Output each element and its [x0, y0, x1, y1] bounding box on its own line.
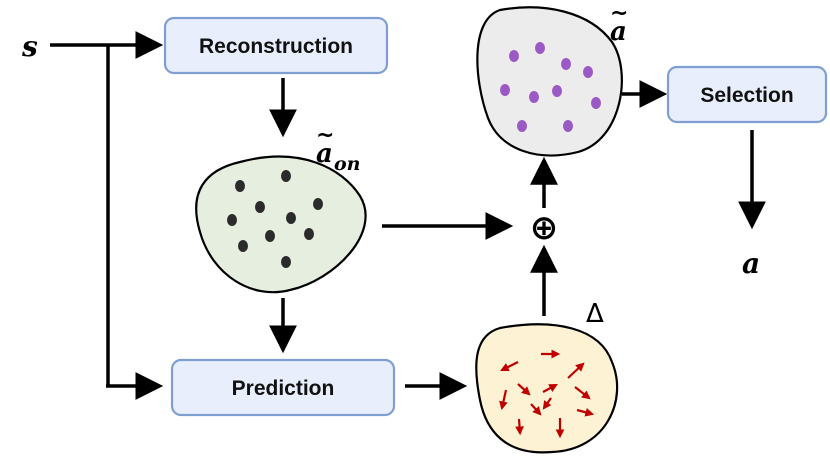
delta-vectors	[499, 349, 595, 439]
aon-label-subscript: on	[334, 153, 361, 175]
atilde-label-base: a	[610, 17, 627, 47]
delta-label: Δ	[586, 299, 604, 329]
input-s-label: s	[21, 30, 38, 63]
selection-box: Selection	[666, 65, 828, 124]
aon-label-base: a	[316, 139, 333, 169]
delta-blob	[475, 323, 619, 454]
aon-blob	[195, 155, 367, 294]
aon-label-tilde: ~	[316, 123, 334, 148]
atilde-points	[500, 42, 601, 132]
atilde-label: a ~	[610, 1, 628, 47]
combine-symbol: ⊕	[530, 208, 559, 248]
atilde-label-tilde: ~	[610, 1, 628, 26]
aon-points	[227, 170, 323, 268]
prediction-label: Prediction	[232, 377, 335, 400]
selection-label: Selection	[700, 84, 793, 107]
output-a-label: a	[742, 247, 760, 280]
aon-label: a ~ on	[316, 123, 361, 175]
reconstruction-box: Reconstruction	[163, 16, 389, 75]
prediction-box: Prediction	[170, 358, 396, 417]
atilde-blob	[476, 6, 623, 157]
reconstruction-label: Reconstruction	[199, 35, 353, 58]
